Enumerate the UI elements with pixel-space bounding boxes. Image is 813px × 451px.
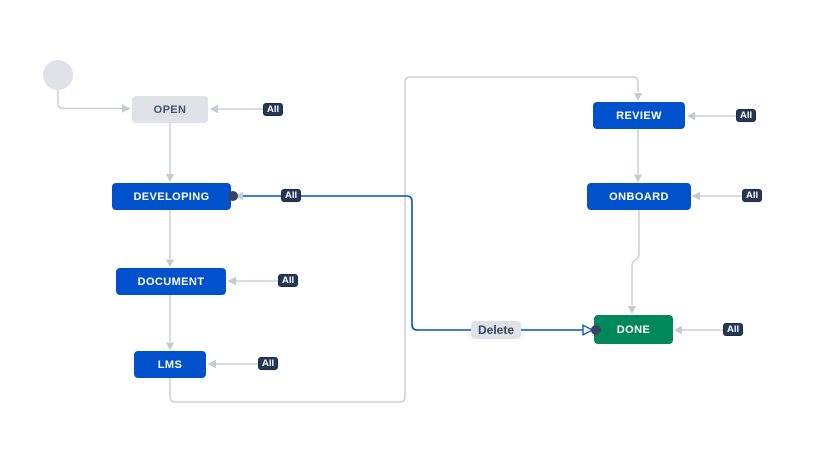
arrowhead-all-open-icon bbox=[209, 104, 218, 114]
arrowhead-developing-document-icon bbox=[165, 259, 175, 268]
arrowhead-all-document-icon bbox=[227, 276, 236, 286]
status-developing-label: DEVELOPING bbox=[133, 190, 210, 203]
status-document[interactable]: DOCUMENT bbox=[116, 268, 226, 295]
arrowhead-lms-review-icon bbox=[633, 93, 643, 101]
status-open[interactable]: OPEN bbox=[132, 96, 208, 123]
status-onboard-label: ONBOARD bbox=[609, 190, 669, 203]
arrowhead-all-review-icon bbox=[686, 111, 695, 121]
transition-label-all-open[interactable]: All bbox=[263, 103, 284, 116]
status-onboard[interactable]: ONBOARD bbox=[587, 183, 691, 210]
arrowhead-all-lms-icon bbox=[207, 359, 216, 369]
status-document-label: DOCUMENT bbox=[137, 275, 205, 288]
arrowhead-all-onboard-icon bbox=[691, 191, 700, 201]
status-done[interactable]: DONE bbox=[594, 315, 673, 344]
initial-node-circle[interactable] bbox=[43, 60, 73, 90]
arrowhead-onboard-done-icon bbox=[627, 306, 637, 314]
status-developing[interactable]: DEVELOPING bbox=[112, 183, 231, 210]
arrowhead-start-open-icon bbox=[122, 104, 131, 113]
transition-label-all-lms[interactable]: All bbox=[258, 357, 279, 370]
transition-label-all-onboard[interactable]: All bbox=[742, 189, 763, 202]
transition-label-all-developing[interactable]: All bbox=[281, 189, 302, 202]
transition-label-all-done[interactable]: All bbox=[723, 323, 744, 336]
transition-label-all-document[interactable]: All bbox=[278, 274, 299, 287]
transition-line-onboard-done[interactable] bbox=[631, 210, 640, 305]
arrowhead-all-done-icon bbox=[674, 325, 682, 335]
status-lms[interactable]: LMS bbox=[134, 351, 206, 378]
arrowhead-all-developing-icon bbox=[235, 191, 243, 201]
transition-label-all-review[interactable]: All bbox=[736, 109, 757, 122]
arrowhead-open-developing-icon bbox=[165, 174, 175, 182]
arrowhead-document-lms-icon bbox=[165, 342, 175, 351]
transition-line-start-open[interactable] bbox=[57, 90, 122, 110]
status-open-label: OPEN bbox=[153, 103, 187, 116]
transition-line-lms-review[interactable] bbox=[169, 76, 639, 403]
status-review-label: REVIEW bbox=[616, 109, 662, 122]
transition-line-delete-developing-done[interactable] bbox=[233, 195, 594, 336]
status-review[interactable]: REVIEW bbox=[593, 102, 685, 129]
status-lms-label: LMS bbox=[157, 358, 183, 371]
arrowhead-review-onboard-icon bbox=[633, 174, 643, 183]
delete-arrowhead-icon bbox=[582, 324, 594, 336]
transition-label-delete[interactable]: Delete bbox=[471, 321, 522, 339]
transition-endpoint-dot-done[interactable] bbox=[591, 325, 601, 335]
status-done-label: DONE bbox=[616, 323, 651, 336]
transition-endpoint-dot-developing[interactable] bbox=[228, 191, 238, 201]
